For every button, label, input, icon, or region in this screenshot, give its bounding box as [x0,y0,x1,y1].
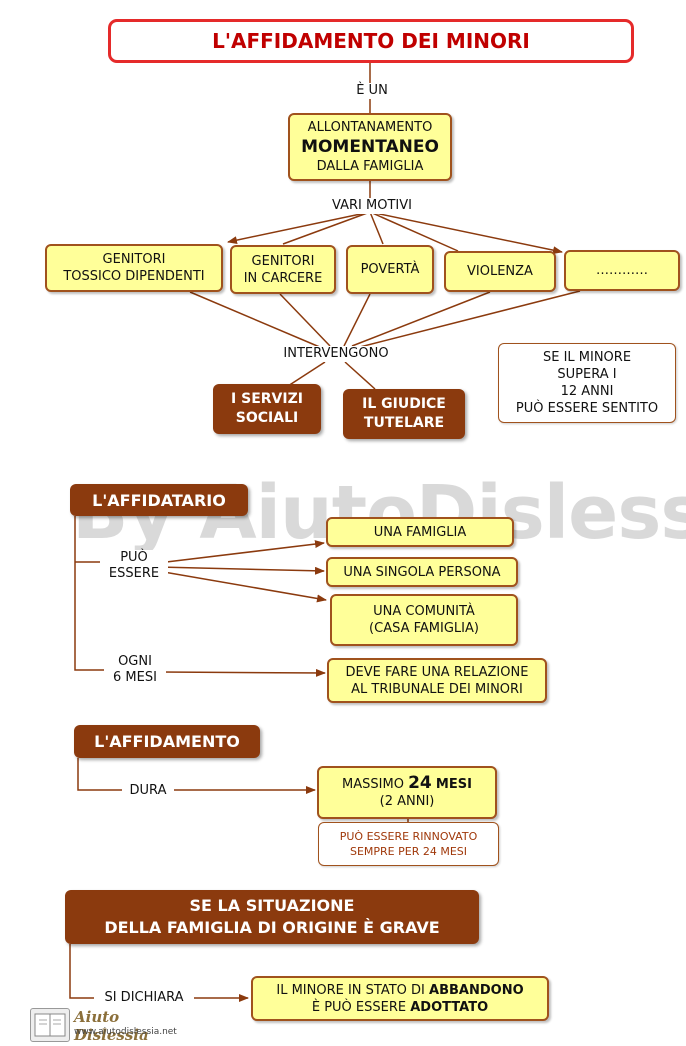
connector-interventi-servizi [287,361,326,387]
connector-motivo-1-interventi [189,291,323,349]
relazione-line1: DEVE FARE UNA RELAZIONE [345,664,529,680]
option-singola-persona-text: UNA SINGOLA PERSONA [343,564,501,580]
motivo-altro: ………… [564,250,680,291]
relazione-box: DEVE FARE UNA RELAZIONE AL TRIBUNALE DEI… [327,658,547,703]
arrow-motivo-1 [227,211,371,245]
minore-note-box: SE IL MINORE SUPERA I 12 ANNI PUÒ ESSERE… [498,343,676,423]
affidatario-title: L'AFFIDATARIO [70,484,248,516]
link-e-un: È UN [349,83,395,99]
arrow-motivo-2 [282,211,371,245]
minore-note-line1: SE IL MINORE [542,350,632,365]
motivo-tossico-dipendenti: GENITORI TOSSICO DIPENDENTI [45,244,223,292]
situazione-line2: DELLA FAMIGLIA DI ORIGINE È GRAVE [104,918,440,937]
motivo-1-line2: TOSSICO DIPENDENTI [63,269,205,284]
servizi-line1: I SERVIZI [231,391,303,407]
arrow-motivo-4 [369,211,459,252]
connector-motivo-5-interventi [355,290,581,349]
connector-interventi-giudice [344,361,376,390]
rinnovo-box: PUÒ ESSERE RINNOVATO SEMPRE PER 24 MESI [318,822,499,866]
link-ogni-6-mesi: OGNI 6 MESI [104,654,166,686]
motivo-3-line1: POVERTÀ [360,262,420,277]
book-icon [30,1008,70,1042]
motivo-poverta: POVERTÀ [346,245,434,294]
connector-motivo-3-interventi [343,293,371,347]
connector-motivo-2-interventi [279,293,331,347]
link-dura: DURA [122,783,174,799]
minore-note-line3: 12 ANNI [560,384,614,399]
link-si-dichiara: SI DICHIARA [94,990,194,1006]
motivo-5-line1: ………… [596,263,648,278]
giudice-line2: TUTELARE [363,415,445,431]
arrow-motivo-3 [369,211,384,245]
massimo-line1: MASSIMO 24 MESI [342,775,472,793]
minore-note-line4: PUÒ ESSERE SENTITO [515,401,659,416]
arrow-singola-persona [157,566,325,575]
arrow-comunita [157,570,327,603]
definition-line1: ALLONTANAMENTO [307,120,433,135]
connector-situazione-vertical [69,944,96,999]
option-una-famiglia-text: UNA FAMIGLIA [373,524,467,540]
motivo-2-line1: GENITORI [251,253,315,269]
aiutodislessia-logo: Aiuto Dislessia www.aiutodislessia.net [30,1008,190,1044]
abbandono-line2-pre: È PUÒ ESSERE [311,999,407,1015]
link-puo-line1: PUÒ [120,550,148,565]
massimo-num: 24 [408,773,432,793]
link-ogni-line2: 6 MESI [113,670,157,685]
definition-line2: MOMENTANEO [301,137,439,157]
motivo-in-carcere: GENITORI IN CARCERE [230,245,336,294]
page-title: L'AFFIDAMENTO DEI MINORI [108,19,634,63]
abbandono-line1-bold: ABBANDONO [429,982,524,998]
option-comunita: UNA COMUNITÀ (CASA FAMIGLIA) [330,594,518,646]
connector-motivo-4-interventi [351,291,491,347]
affidamento-title: L'AFFIDAMENTO [74,725,260,758]
motivo-violenza: VIOLENZA [444,251,556,292]
option-una-famiglia: UNA FAMIGLIA [326,517,514,547]
abbandono-line2: È PUÒ ESSERE ADOTTATO [312,999,488,1016]
minore-note-line2: SUPERA I [557,367,617,382]
abbandono-box: IL MINORE IN STATO DI ABBANDONO È PUÒ ES… [251,976,549,1021]
giudice-tutelare-box: IL GIUDICE TUTELARE [343,389,465,439]
massimo-unit: MESI [435,777,472,792]
situazione-line1: SE LA SITUAZIONE [189,896,355,915]
rinnovo-line2: SEMPRE PER 24 MESI [349,845,468,858]
link-intervengono: INTERVENGONO [272,346,400,362]
definition-line3: DALLA FAMIGLIA [316,159,424,174]
link-ogni-line1: OGNI [118,654,152,669]
situazione-box: SE LA SITUAZIONE DELLA FAMIGLIA DI ORIGI… [65,890,479,944]
arrow-una-famiglia [157,540,325,564]
option-singola-persona: UNA SINGOLA PERSONA [326,557,518,587]
affidatario-title-text: L'AFFIDATARIO [92,490,226,510]
motivo-1-line1: GENITORI [102,252,166,267]
motivo-4-line1: VIOLENZA [467,264,533,279]
relazione-line2: AL TRIBUNALE DEI MINORI [351,681,523,697]
logo-url: www.aiutodislessia.net [74,1027,177,1037]
arrow-motivo-5 [369,211,563,255]
servizi-line2: SOCIALI [235,410,299,426]
definition-box: ALLONTANAMENTO MOMENTANEO DALLA FAMIGLIA [288,113,452,181]
giudice-line1: IL GIUDICE [362,396,446,412]
link-puo-line2: ESSERE [108,566,160,581]
link-puo-essere: PUÒ ESSERE [100,550,168,582]
connector-affidamento-vertical [77,758,122,791]
page-title-text: L'AFFIDAMENTO DEI MINORI [212,29,530,53]
connector-affidatario-vertical [74,516,112,671]
rinnovo-line1: PUÒ ESSERE RINNOVATO [339,830,478,843]
servizi-sociali-box: I SERVIZI SOCIALI [213,384,321,434]
arrow-relazione [159,668,326,677]
abbandono-line1-pre: IL MINORE IN STATO DI [276,982,425,998]
abbandono-line1: IL MINORE IN STATO DI ABBANDONO [276,982,523,999]
motivo-2-line2: IN CARCERE [243,270,323,286]
abbandono-line2-bold: ADOTTATO [410,999,489,1015]
massimo-box: MASSIMO 24 MESI (2 ANNI) [317,766,497,819]
affidamento-title-text: L'AFFIDAMENTO [94,732,240,751]
link-vari-motivi: VARI MOTIVI [318,198,426,214]
logo-name: Aiuto Dislessia [74,1008,149,1044]
massimo-pre: MASSIMO [342,777,404,792]
massimo-sub: (2 ANNI) [379,794,435,809]
comunita-line1: UNA COMUNITÀ [373,604,475,619]
comunita-line2: (CASA FAMIGLIA) [369,621,479,636]
